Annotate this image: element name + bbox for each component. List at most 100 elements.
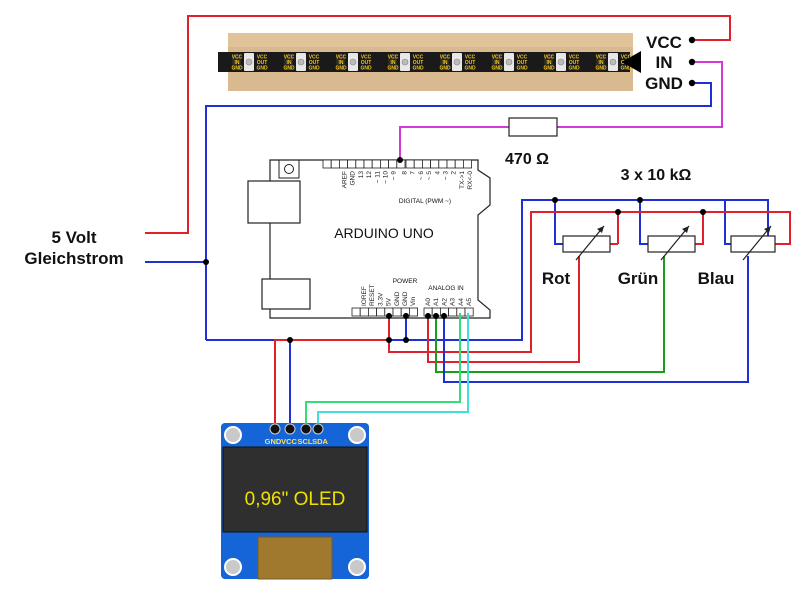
- led-chip-label: GND: [620, 66, 632, 72]
- wire-gnd-to-pots: [206, 199, 769, 341]
- led-chip-label: VCC: [440, 55, 451, 61]
- pin-label: A4: [458, 298, 465, 306]
- led-chip-label: IN: [339, 60, 344, 66]
- resistor-label: 470 Ω: [505, 151, 549, 168]
- header-pin: [351, 307, 361, 317]
- wire-5v-arduino-to-pots: [388, 211, 619, 353]
- pin-label: TX->1: [459, 171, 466, 189]
- analog-label: ANALOG IN: [428, 285, 464, 292]
- header-pin: [347, 159, 357, 169]
- potentiometer-gruen: [647, 225, 696, 261]
- led-chip-label: VCC: [413, 55, 424, 61]
- led-chip-label: VCC: [544, 55, 555, 61]
- wire-data-pin6-to-resistor: [399, 126, 509, 160]
- pin-label: 4: [434, 171, 441, 175]
- pin-label: ~ 6: [418, 171, 425, 181]
- wire-oled-scl: [305, 313, 461, 428]
- analog-header: [423, 307, 474, 317]
- led-strip-body: [218, 52, 630, 72]
- pin-label: RX<-0: [467, 171, 474, 190]
- wire-wiper-gruen-a1: [435, 256, 665, 373]
- led-chip-label: GND: [543, 66, 555, 72]
- pin-label: ~ 11: [374, 171, 381, 184]
- led-chip-label: VCC: [309, 55, 320, 61]
- led-chip-label: VCC: [621, 55, 632, 61]
- wire-5v-pot2: [695, 212, 704, 245]
- oled-module: GND VCC SCL SDA 0,96" OLED: [221, 423, 369, 580]
- pot-label-rot: Rot: [542, 269, 571, 288]
- oled-pin-gnd: GND: [265, 437, 282, 446]
- led-chip-label: IN: [287, 60, 292, 66]
- led-chip-label: GND: [283, 66, 295, 72]
- pin-label: 3.3V: [377, 292, 384, 306]
- header-pin: [338, 159, 348, 169]
- pin-label: ~ 3: [443, 171, 450, 181]
- led-chip-label: OUT: [517, 60, 528, 66]
- led-chip-label: IN: [391, 60, 396, 66]
- header-pin: [446, 159, 456, 169]
- pin-label: ~ 10: [383, 171, 390, 184]
- wire-wiper-blau-a2: [443, 256, 749, 383]
- led-chip-label: IN: [599, 60, 604, 66]
- oled-ribbon-cable: [257, 536, 333, 580]
- pin-label: 7: [410, 171, 417, 175]
- header-pin: [405, 159, 415, 169]
- pin-label: IOREF: [361, 286, 368, 306]
- pin-label: AREF: [342, 171, 349, 188]
- arduino-board: ARDUINO UNO DIGITAL (PWM ~) POWER ANALOG…: [247, 159, 491, 319]
- header-pin: [355, 159, 365, 169]
- header-pin: [359, 307, 369, 317]
- pin-label: RESET: [369, 284, 376, 306]
- led-chip-label: IN: [443, 60, 448, 66]
- pin-label: 2: [451, 171, 458, 175]
- led-chip-label: OUT: [309, 60, 320, 66]
- header-pin: [322, 159, 332, 169]
- strip-pin-gnd-label: GND: [645, 74, 683, 93]
- header-pin: [408, 307, 418, 317]
- strip-pin-vcc-label: VCC: [646, 33, 682, 52]
- led-chip-label: VCC: [492, 55, 503, 61]
- led-chip-label: IN: [495, 60, 500, 66]
- led-chip-label: GND: [464, 66, 476, 72]
- header-pin: [376, 307, 386, 317]
- header-pin: [379, 159, 389, 169]
- pot-label-gruen: Grün: [618, 269, 659, 288]
- led-chip-label: VCC: [569, 55, 580, 61]
- led-chip-label: GND: [491, 66, 503, 72]
- wire-5v-to-strip: [145, 15, 731, 234]
- pots-title: 3 x 10 kΩ: [621, 167, 692, 184]
- header-pin: [448, 307, 458, 317]
- pin-label: A1: [433, 298, 440, 306]
- header-pin: [330, 159, 340, 169]
- pin-label: A0: [425, 298, 432, 306]
- header-pin: [371, 159, 381, 169]
- oled-mount-holes: [224, 426, 366, 576]
- pin-label: GND: [402, 291, 409, 306]
- led-chip-label: OUT: [465, 60, 476, 66]
- usb-port: [247, 180, 301, 224]
- header-pin: [462, 159, 472, 169]
- header-pin: [392, 307, 402, 317]
- potentiometer-blau: [730, 225, 776, 261]
- wire-data-resistor-to-strip: [557, 61, 723, 128]
- led-chip-label: VCC: [232, 55, 243, 61]
- header-pin: [363, 159, 373, 169]
- strip-direction-arrow: [622, 51, 641, 73]
- power-header: [351, 307, 418, 317]
- oled-pin-scl: SCL: [298, 437, 313, 446]
- pin-label: 13: [358, 171, 365, 179]
- led-chips: VCCINGNDVCCOUTGNDVCCINGNDVCCOUTGNDVCCING…: [231, 53, 632, 72]
- wire-oled-sda: [317, 313, 469, 428]
- header-pin: [464, 307, 474, 317]
- pot-label-blau: Blau: [698, 269, 735, 288]
- wires: [145, 15, 791, 428]
- digital-label: DIGITAL (PWM ~): [399, 198, 451, 205]
- strip-pin-in-label: IN: [656, 53, 673, 72]
- power-label: POWER: [393, 278, 418, 285]
- oled-pin-pads: [269, 423, 324, 435]
- led-chip-label: GND: [360, 66, 372, 72]
- led-chip-label: GND: [256, 66, 268, 72]
